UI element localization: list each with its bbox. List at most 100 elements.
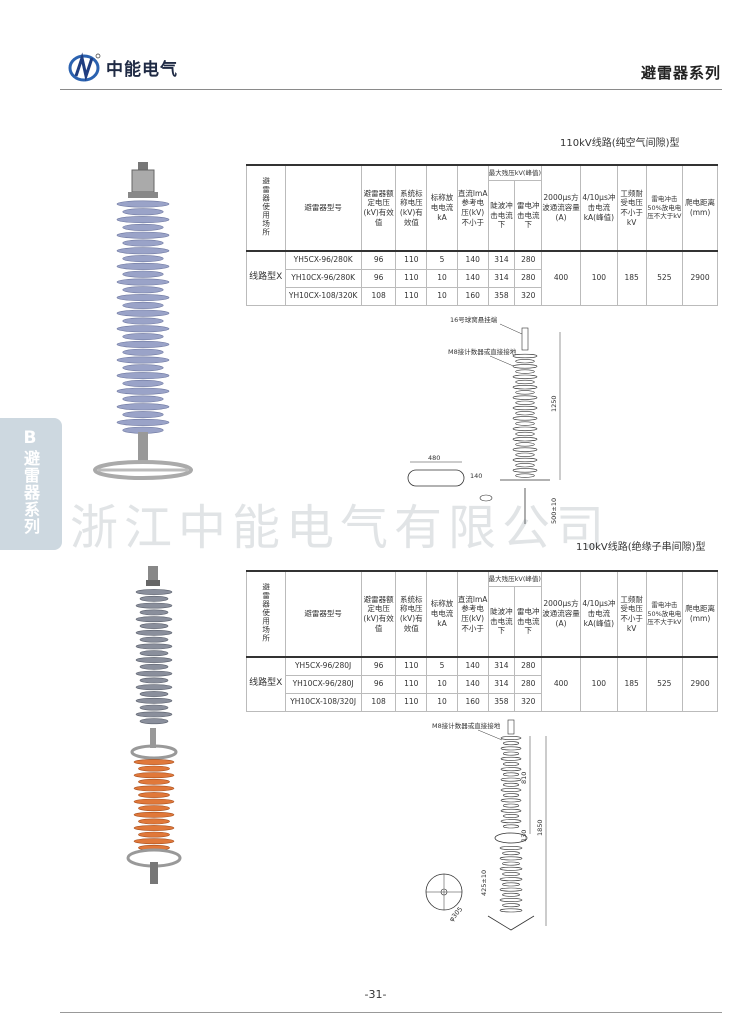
insulator-shed xyxy=(502,793,520,798)
header-square: 2000μs方波通流容量(A) xyxy=(541,164,581,252)
insulator-shed xyxy=(122,411,164,419)
side-tab-label: B 避雷器系列 xyxy=(18,428,42,535)
insulator-shed xyxy=(515,421,535,426)
section1-title: 110kV线路(纯空气间隙)型 xyxy=(560,138,680,149)
insulator-shed xyxy=(135,684,173,691)
insulator-shed xyxy=(116,262,170,270)
watermark: 浙江中能电气有限公司 xyxy=(70,500,611,556)
insulator-shed xyxy=(512,353,538,359)
insulator-shed xyxy=(116,340,170,348)
insulator-shed xyxy=(512,405,538,411)
insulator-shed xyxy=(122,333,164,341)
spec-table-insulator-gap: 避雷器使用场所 避雷器型号 避雷器额定电压(kV)有效值 系统标称电压(kV)有… xyxy=(246,570,718,712)
insulator-shed xyxy=(502,903,520,908)
row-nominal: 10 xyxy=(426,674,458,694)
insulator-shed xyxy=(139,623,169,629)
dim-ring: 130 xyxy=(520,830,528,842)
shared-power-freq: 185 xyxy=(616,250,647,306)
insulator-shed xyxy=(116,418,170,426)
insulator-shed xyxy=(500,777,522,782)
dim-gap: 500±10 xyxy=(550,498,558,524)
shared-square: 400 xyxy=(541,656,581,712)
header-creepage: 爬电距离(mm) xyxy=(682,570,718,658)
insulator-shed xyxy=(122,239,164,247)
row-dc-ref: 140 xyxy=(456,250,489,270)
header-model: 避雷器型号 xyxy=(284,164,362,252)
insulator-shed xyxy=(138,778,170,785)
insulator-shed xyxy=(122,270,164,278)
insulator-shed xyxy=(500,808,522,813)
insulator-shed xyxy=(500,798,522,803)
insulator-shed xyxy=(502,741,520,746)
insulator-shed xyxy=(512,437,538,442)
insulator-shed xyxy=(138,818,170,825)
insulator-shed xyxy=(502,882,520,887)
insulator-shed xyxy=(116,387,170,395)
company-name: 中能电气 xyxy=(106,59,178,80)
insulator-shed xyxy=(133,785,175,792)
series-title: 避雷器系列 xyxy=(640,64,721,82)
insulator-shed xyxy=(135,616,173,623)
row-rated: 96 xyxy=(360,674,397,694)
arrester-photo-insulator-gap xyxy=(126,566,182,884)
insulator-shed xyxy=(515,379,535,385)
insulator-shed xyxy=(502,782,520,787)
row-steep: 314 xyxy=(487,656,516,676)
insulator-shed xyxy=(500,736,522,740)
row-model: YH10CX-108/320K xyxy=(284,286,362,306)
insulator-shed xyxy=(515,442,535,447)
insulator-shed xyxy=(122,317,164,325)
row-model: YH10CX-108/320J xyxy=(284,692,362,712)
header-lightning: 雷电冲击电流下 xyxy=(514,180,543,252)
insulator-shed xyxy=(515,431,535,437)
insulator-shed xyxy=(502,861,520,866)
header-max-residual: 最大残压kV(峰值) xyxy=(487,164,543,181)
shared-creepage: 2900 xyxy=(682,656,718,712)
header-nominal: 标称放电电流kA xyxy=(426,164,458,252)
insulator-shed xyxy=(122,286,164,294)
insulator-shed xyxy=(139,636,169,643)
insulator-shed xyxy=(515,473,535,478)
insulator-shed xyxy=(116,247,170,255)
label-ball-socket: 16号球窝悬挂端 xyxy=(450,315,498,324)
dim-upper: 810 xyxy=(520,772,528,784)
row-model: YH10CX-96/280K xyxy=(284,268,362,288)
insulator-shed xyxy=(116,294,170,302)
insulator-shed xyxy=(512,385,538,390)
insulator-shed xyxy=(122,395,164,403)
insulator-shed xyxy=(500,819,522,824)
insulator-shed xyxy=(122,255,164,263)
insulator-shed xyxy=(499,856,523,861)
insulator-shed xyxy=(139,677,169,684)
row-system: 110 xyxy=(395,286,428,306)
side-tab-text: 避雷器系列 xyxy=(21,450,40,535)
insulator-shed xyxy=(116,356,170,364)
insulator-shed xyxy=(512,447,538,452)
insulator-shed xyxy=(138,831,170,838)
insulator-shed xyxy=(139,609,169,616)
row-dc-ref: 140 xyxy=(456,268,489,288)
header-rated: 避雷器额定电压(kV)有效值 xyxy=(360,570,397,658)
dimension-drawing-air-gap: 16号球窝悬挂端 M8接计数器或直接接地 1250 500±10 480 140 xyxy=(407,315,561,524)
insulator-shed xyxy=(116,200,170,208)
shared-creepage: 2900 xyxy=(682,250,718,306)
dim-small: 140 xyxy=(470,472,482,480)
insulator-shed xyxy=(512,426,538,431)
header-divider xyxy=(60,89,722,90)
row-dc-ref: 140 xyxy=(456,656,489,676)
insulator-shed xyxy=(122,379,164,387)
insulator-shed xyxy=(122,301,164,309)
dim-width: 480 xyxy=(428,454,440,462)
insulator-shed xyxy=(512,416,538,421)
shared-square: 400 xyxy=(541,250,581,306)
insulator-shed xyxy=(515,359,535,364)
insulator-shed xyxy=(512,374,538,379)
row-nominal: 10 xyxy=(426,692,458,712)
shared-power-freq: 185 xyxy=(616,656,647,712)
insulator-shed xyxy=(116,309,170,317)
insulator-shed xyxy=(502,772,520,777)
insulator-shed xyxy=(135,670,173,677)
dimension-drawing-insulator-gap: M8接计数器或直接接地 810 1850 130 425±10 φ305 xyxy=(425,719,547,931)
header-usage: 避雷器使用场所 xyxy=(261,582,271,643)
insulator-shed xyxy=(499,898,523,902)
